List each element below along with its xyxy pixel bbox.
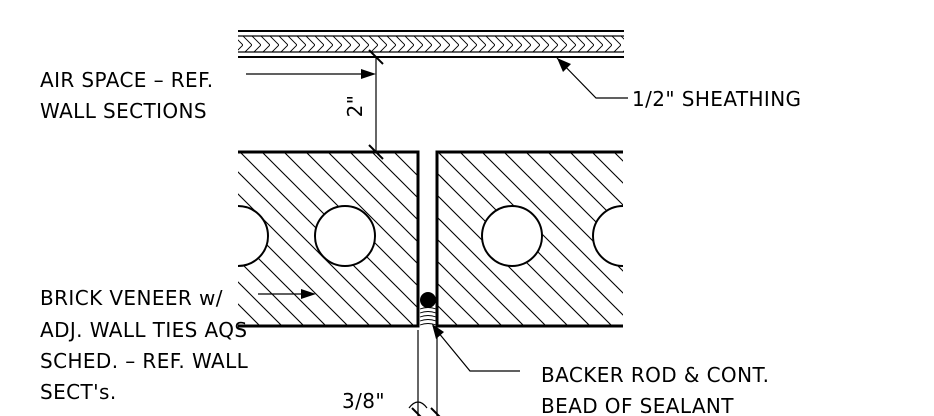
brick-label-line2: ADJ. WALL TIES AQS <box>40 318 247 342</box>
joint-dim-label: 3/8" <box>342 389 385 413</box>
control-joint <box>417 152 438 326</box>
air-space-leader <box>246 69 376 79</box>
backer-rod <box>420 292 436 308</box>
brick-label-line4: SECT's. <box>40 380 117 404</box>
sheathing-label: 1/2" SHEATHING <box>632 87 801 111</box>
air-space-label-line2: WALL SECTIONS <box>40 99 207 123</box>
joint-width-dimension <box>408 330 441 416</box>
air-space-dimension: 2" <box>343 49 384 160</box>
sealant-bead <box>419 307 437 326</box>
air-space-label-line1: AIR SPACE – REF. <box>40 68 214 92</box>
brick-veneer-leader <box>258 289 316 299</box>
sheathing-leader <box>556 57 628 99</box>
backer-label-line1: BACKER ROD & CONT. <box>541 363 769 387</box>
backer-label-line2: BEAD OF SEALANT <box>541 394 734 416</box>
brick-label-line1: BRICK VENEER w/ <box>40 286 223 310</box>
brick-right <box>435 150 623 328</box>
brick-left <box>238 150 420 328</box>
air-space-dim-label: 2" <box>343 95 367 118</box>
sheathing-layer <box>238 30 624 58</box>
brick-label-line3: SCHED. – REF. WALL <box>40 349 249 373</box>
backer-rod-leader <box>432 324 520 372</box>
